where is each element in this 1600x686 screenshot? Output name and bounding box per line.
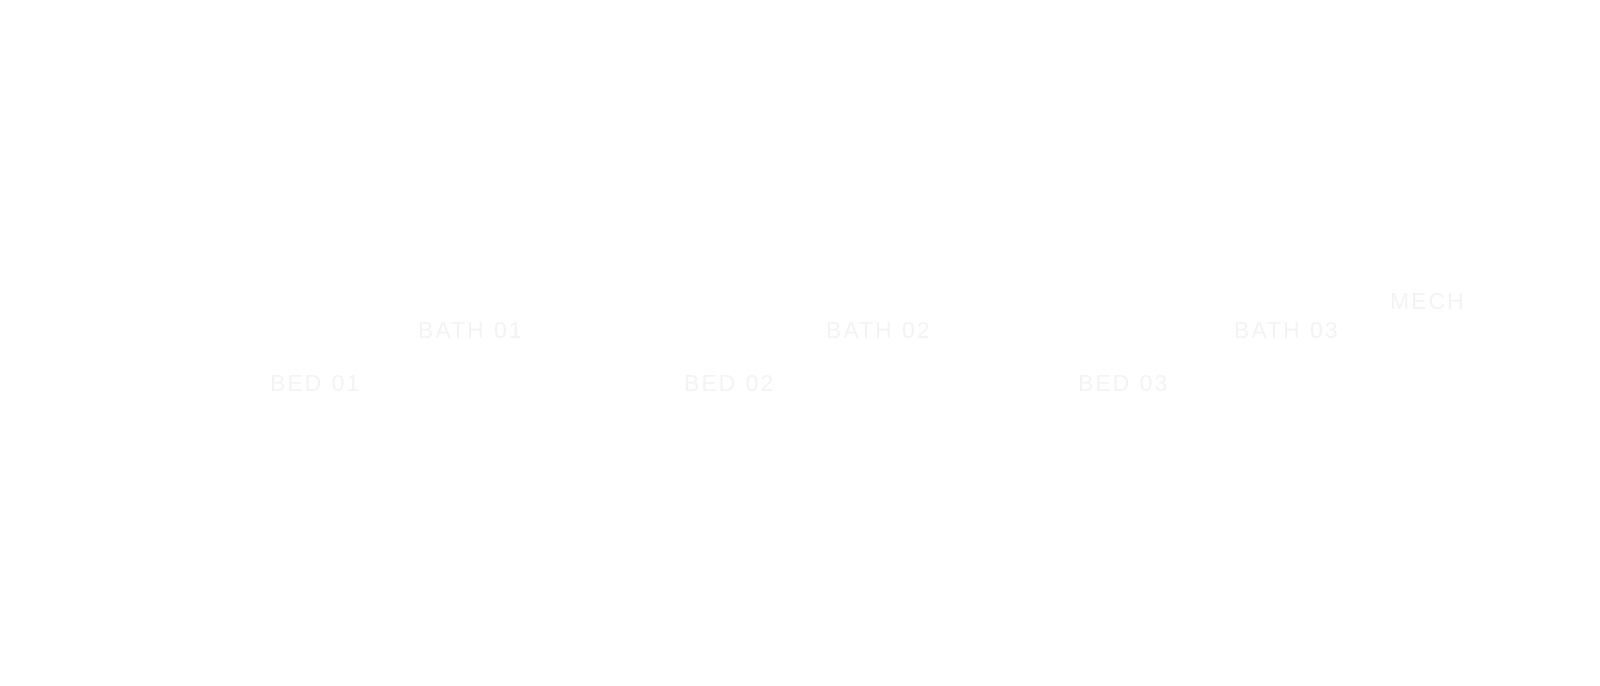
- room-label-bath-02: BATH 02: [826, 317, 932, 343]
- room-label-bed-01: BED 01: [270, 370, 362, 396]
- room-label-bed-02: BED 02: [684, 370, 776, 396]
- room-label-bath-01: BATH 01: [418, 317, 524, 343]
- room-label-bath-03: BATH 03: [1234, 317, 1340, 343]
- room-label-bed-03: BED 03: [1078, 370, 1170, 396]
- room-label-mech: MECH: [1390, 288, 1466, 314]
